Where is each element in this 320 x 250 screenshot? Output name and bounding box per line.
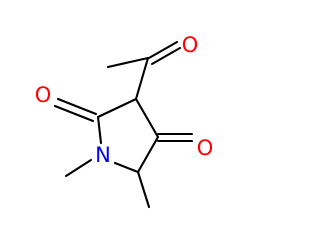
atom-label-right-oxygen: O [197, 136, 214, 160]
bond-c3-c4 [134, 97, 160, 139]
bonds [53, 40, 194, 209]
bond-c2-n [96, 115, 103, 145]
bond-c4-c5 [136, 135, 160, 174]
bond-n-methyl [64, 158, 93, 178]
bond-c3-c2 [96, 97, 138, 119]
bond-acetyl-carbonyl-double-b [150, 46, 182, 66]
bond-c2-carbonyl-double-b [53, 104, 95, 123]
atom-label-left-oxygen: O [35, 83, 52, 107]
bond-acetyl-carbonyl-double-a [147, 40, 179, 60]
bond-c5-methyl [136, 170, 151, 209]
bond-acetyl-to-ring [134, 56, 150, 101]
atom-labels: O O O N [35, 33, 214, 167]
bond-c5-n [113, 161, 140, 174]
atom-label-ring-nitrogen: N [95, 143, 111, 167]
atom-label-acetyl-oxygen: O [182, 33, 199, 57]
molecule-structure: O O O N [35, 33, 214, 209]
bond-methyl-acetyl-carbon [106, 56, 150, 69]
bond-c2-carbonyl-double-a [56, 97, 98, 116]
